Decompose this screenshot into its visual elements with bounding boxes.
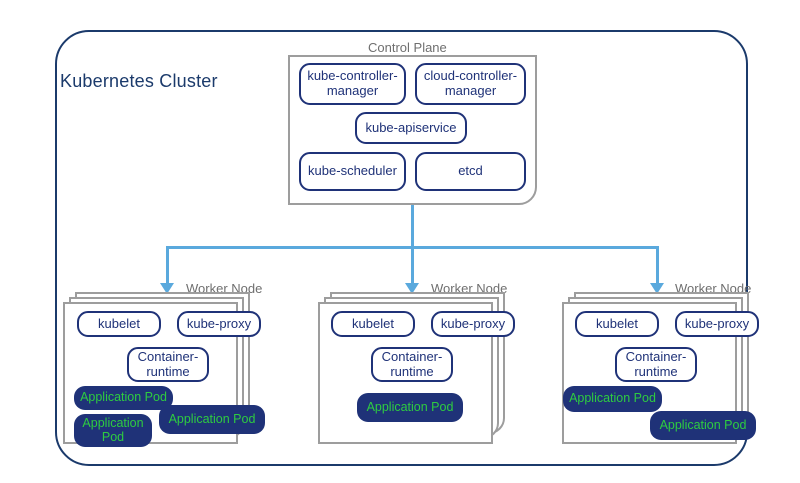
worker-node-1-kubelet[interactable]: kubelet	[77, 311, 161, 337]
worker-node-3-container-runtime[interactable]: Container-runtime	[615, 347, 697, 382]
worker-node-3-pod-2[interactable]: Application Pod	[650, 411, 756, 440]
component-kube-controller-manager[interactable]: kube-controller-manager	[299, 63, 406, 105]
worker-node-3-pod-1[interactable]: Application Pod	[563, 386, 662, 412]
worker-node-2-kubelet[interactable]: kubelet	[331, 311, 415, 337]
component-kube-scheduler[interactable]: kube-scheduler	[299, 152, 406, 191]
kubernetes-cluster-boundary	[55, 30, 748, 466]
worker-node-1-container-runtime[interactable]: Container-runtime	[127, 347, 209, 382]
component-cloud-controller-manager[interactable]: cloud-controller-manager	[415, 63, 526, 105]
worker-node-1-pod-3[interactable]: Application Pod	[159, 405, 265, 434]
control-plane-label: Control Plane	[368, 40, 447, 55]
component-etcd[interactable]: etcd	[415, 152, 526, 191]
arrow-head-center	[405, 283, 419, 294]
connector-branch-right	[656, 246, 659, 286]
connector-branch-left	[166, 246, 169, 286]
worker-node-1-pod-1[interactable]: Application Pod	[74, 386, 173, 410]
component-kube-apiservice[interactable]: kube-apiservice	[355, 112, 467, 144]
arrow-head-right	[650, 283, 664, 294]
worker-node-3-kube-proxy[interactable]: kube-proxy	[675, 311, 759, 337]
connector-stem-vertical	[411, 205, 414, 248]
worker-node-1-pod-2[interactable]: Application Pod	[74, 414, 152, 447]
connector-branch-center	[411, 246, 414, 286]
arrow-head-left	[160, 283, 174, 294]
worker-node-2-kube-proxy[interactable]: kube-proxy	[431, 311, 515, 337]
worker-node-2-pod-1[interactable]: Application Pod	[357, 393, 463, 422]
cluster-title: Kubernetes Cluster	[60, 71, 218, 91]
worker-node-2-container-runtime[interactable]: Container-runtime	[371, 347, 453, 382]
worker-node-3-kubelet[interactable]: kubelet	[575, 311, 659, 337]
worker-node-1-kube-proxy[interactable]: kube-proxy	[177, 311, 261, 337]
